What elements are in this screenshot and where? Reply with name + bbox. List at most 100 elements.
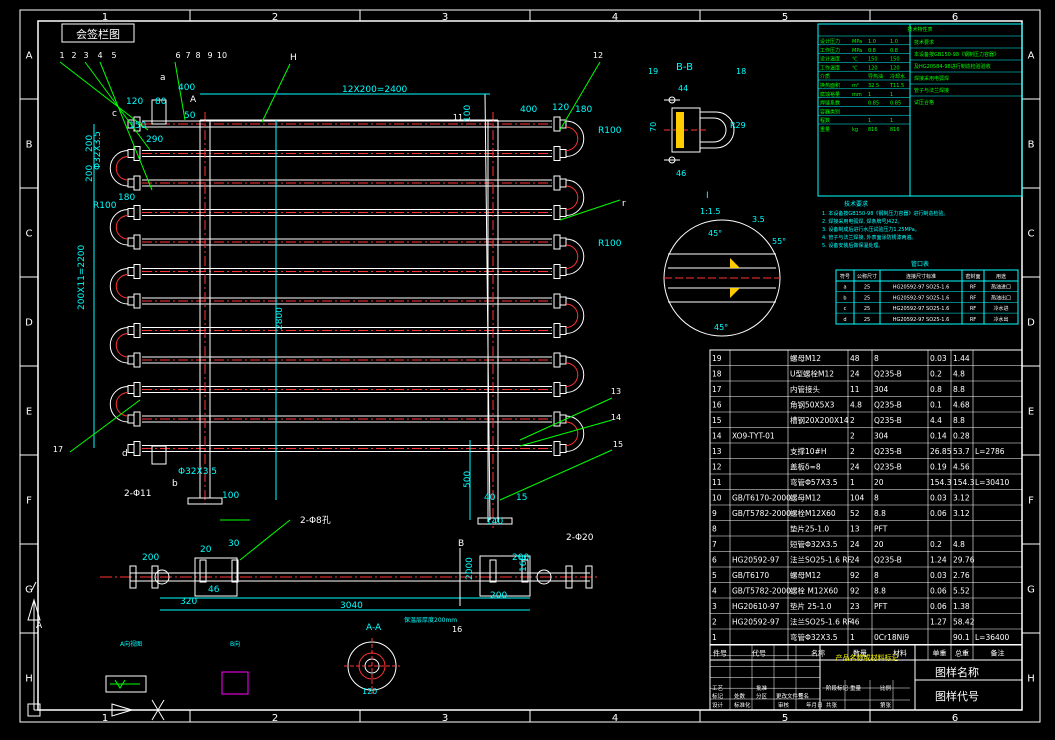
bom-header-cell: 数量	[853, 649, 867, 658]
bom-cell: 4	[712, 587, 717, 596]
bom-cell: 15	[712, 416, 722, 425]
bom-cell: 1	[850, 478, 855, 487]
tech-table-cell: m²	[852, 83, 859, 89]
bom-cell: 12	[712, 463, 722, 472]
u-bend-right	[565, 120, 585, 157]
balloon-label: 17	[53, 445, 63, 454]
plan-dim-2000: 2000	[465, 557, 475, 580]
grid-col-bottom: 5	[782, 713, 788, 724]
u-bend-right	[565, 238, 585, 275]
nozzle-stub	[127, 296, 135, 306]
grid-row-left: G	[25, 585, 33, 596]
bom-header-cell: 名称	[811, 649, 825, 658]
nozzle-cell: 热油进口	[991, 284, 1011, 291]
u-bend-right-inner	[565, 244, 579, 269]
leader-line	[59, 61, 149, 131]
dim-right-100: 100	[463, 105, 473, 122]
grid-col-bottom: 4	[612, 713, 618, 724]
plan-base	[479, 555, 531, 597]
leader-line	[499, 449, 613, 501]
bom-cell: 0.2	[930, 370, 942, 379]
leader-line	[99, 61, 153, 191]
title-field: 标准化	[734, 701, 751, 709]
bom-cell: GB/T5782-2000	[732, 587, 791, 596]
label-note-c: c	[112, 109, 117, 119]
bom-cell: 8	[874, 571, 879, 580]
bom-cell: 4.4	[930, 416, 942, 425]
plan-view	[100, 548, 600, 611]
bom-cell: 0.8	[930, 385, 942, 394]
label-note-h: H	[290, 53, 297, 63]
bom-cell: 26.85	[930, 447, 952, 456]
plan-base	[194, 557, 238, 597]
title-drawing-code: 图样代号	[935, 689, 979, 703]
tech-table-cell: 冷却水	[890, 73, 905, 80]
bom-cell: GB/T6170	[732, 571, 769, 580]
bom-cell: 弯管Φ32X3.5	[790, 632, 838, 642]
nozzle-cell: c	[844, 306, 847, 312]
nozzle-stub	[127, 149, 135, 158]
nozzle-cell: 冷水出	[993, 316, 1008, 323]
tech-table-cell: 程数	[820, 117, 830, 124]
nozzle-cell: RF	[970, 306, 976, 312]
section-bb-balloon-18: 18	[736, 67, 746, 76]
bom-cell: PFT	[874, 602, 888, 611]
bom-cell: 4.8	[850, 401, 862, 410]
nozzle-cell: b	[843, 295, 846, 301]
grid-row-left: E	[26, 407, 32, 418]
bom-cell: Q235-B	[874, 447, 902, 456]
bom-cell: 17	[712, 385, 722, 394]
bom-cell: HG20592-97	[732, 556, 780, 565]
bom-cell: 7	[712, 540, 717, 549]
label-2phi11: 2-Φ11	[124, 489, 152, 499]
dim-r100-right2: R100	[598, 239, 622, 249]
title-company: 产品名称或材料标记	[836, 653, 899, 662]
u-bend-left-inner	[115, 333, 129, 358]
bom-cell: 螺母M12	[790, 353, 821, 363]
bom-cell: 螺母M12	[790, 493, 821, 503]
main-view	[59, 61, 621, 561]
balloon-label: 4	[97, 51, 102, 60]
bom-cell: 弯管Φ57X3.5	[790, 477, 838, 487]
balloon-label: 12	[593, 51, 603, 60]
nozzle-stub	[127, 385, 135, 394]
nozzle-table-title: 管口表	[911, 260, 929, 268]
bom-cell: 支撑10#H	[790, 446, 826, 456]
dim-base-40: 40	[484, 493, 496, 503]
dim-right-120: 120	[552, 103, 569, 113]
bom-cell: 8.8	[953, 385, 965, 394]
title-field: 第张	[880, 701, 892, 709]
tech-table-cell: ℃	[852, 57, 858, 63]
bom-cell: L=30410	[975, 478, 1010, 487]
bom-cell: 9	[712, 509, 717, 518]
title-field: 年月日	[806, 701, 823, 709]
bom-cell: 4.8	[953, 370, 965, 379]
bom-cell: 法兰SO25-1.6 RF	[790, 617, 852, 627]
nozzle-stub	[559, 208, 567, 217]
dim-total-pitch: 12X200=2400	[342, 85, 408, 95]
nozzle-stub	[559, 355, 567, 365]
bom-cell: 92	[850, 587, 860, 596]
bom-cell: 2	[850, 432, 855, 441]
tech-table-cell: 32.5	[868, 83, 879, 89]
plan-dim-200: 200	[142, 553, 159, 563]
nozzle-stub	[559, 326, 567, 335]
bom-cell: XO9-TYT-01	[732, 432, 775, 441]
bom-cell: 0.1	[930, 401, 942, 410]
nozzle-cell: a	[843, 285, 846, 291]
grid-col-top: 4	[612, 12, 618, 23]
balloon-label: 15	[613, 440, 623, 449]
bom-cell: 304	[874, 432, 889, 441]
plan-dim-46: 46	[208, 585, 220, 595]
plan-dim-200b: 200	[512, 553, 529, 563]
sign-stamp-text: 会签栏图	[76, 27, 120, 41]
tech-req-line-2: 2. 焊接采用电弧焊, 焊条牌号J422。	[822, 218, 903, 225]
detail-i-dim-45a: 45°	[708, 229, 722, 238]
nozzle-header-cell: 密封面	[965, 273, 980, 280]
tech-req-line-4: 4. 管子与法兰焊接, 外表面涂防锈漆两遍。	[822, 234, 917, 241]
nozzle-stub	[127, 414, 135, 424]
tech-table-cell: 120	[868, 65, 878, 71]
sign-stamp: 会签栏图	[61, 23, 135, 43]
inlet-nozzle	[151, 99, 167, 125]
